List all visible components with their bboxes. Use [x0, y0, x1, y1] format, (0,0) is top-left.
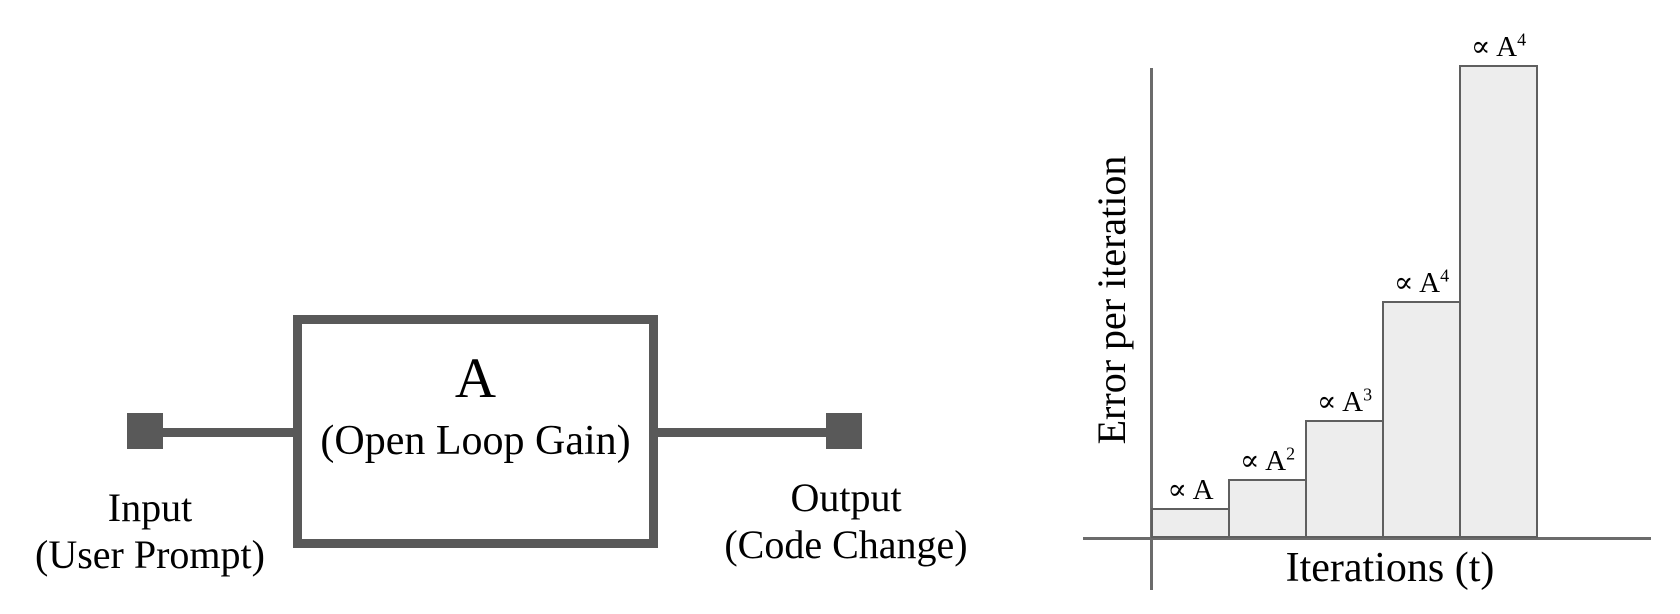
output-terminal-square	[826, 413, 862, 449]
input-terminal-square	[127, 413, 163, 449]
bar-value-label: ∝ A	[1167, 474, 1214, 506]
y-axis-line	[1150, 68, 1153, 590]
y-axis-label: Error per iteration	[1089, 155, 1134, 445]
bar-value-label: ∝ A4	[1393, 265, 1450, 299]
gain-block-subtitle: (Open Loop Gain)	[320, 418, 631, 464]
input-label-line1: Input	[107, 485, 193, 530]
input-label: Input (User Prompt)	[10, 484, 290, 578]
chart-bar: ∝ A2	[1228, 444, 1307, 538]
output-label-line2: (Code Change)	[724, 522, 968, 567]
chart-bar: ∝ A	[1151, 475, 1230, 538]
bars-container: ∝ A ∝ A2 ∝ A3 ∝ A4 ∝ A4	[1151, 0, 1551, 538]
output-label-line1: Output	[790, 475, 902, 520]
bar-value-label: ∝ A3	[1316, 384, 1373, 418]
chart-bar: ∝ A4	[1382, 266, 1461, 538]
chart-bar: ∝ A3	[1305, 385, 1384, 538]
output-label: Output (Code Change)	[686, 474, 1006, 568]
chart-bar: ∝ A4	[1459, 30, 1538, 538]
x-axis-line	[1083, 537, 1651, 540]
input-wire	[158, 428, 298, 437]
output-wire	[653, 428, 831, 437]
gain-block-title: A	[454, 347, 497, 410]
bar-value-label: ∝ A4	[1470, 29, 1527, 63]
gain-block: A (Open Loop Gain)	[293, 315, 658, 548]
bar-value-label: ∝ A2	[1239, 443, 1296, 477]
x-axis-label: Iterations (t)	[1285, 545, 1495, 591]
input-label-line2: (User Prompt)	[35, 532, 265, 577]
